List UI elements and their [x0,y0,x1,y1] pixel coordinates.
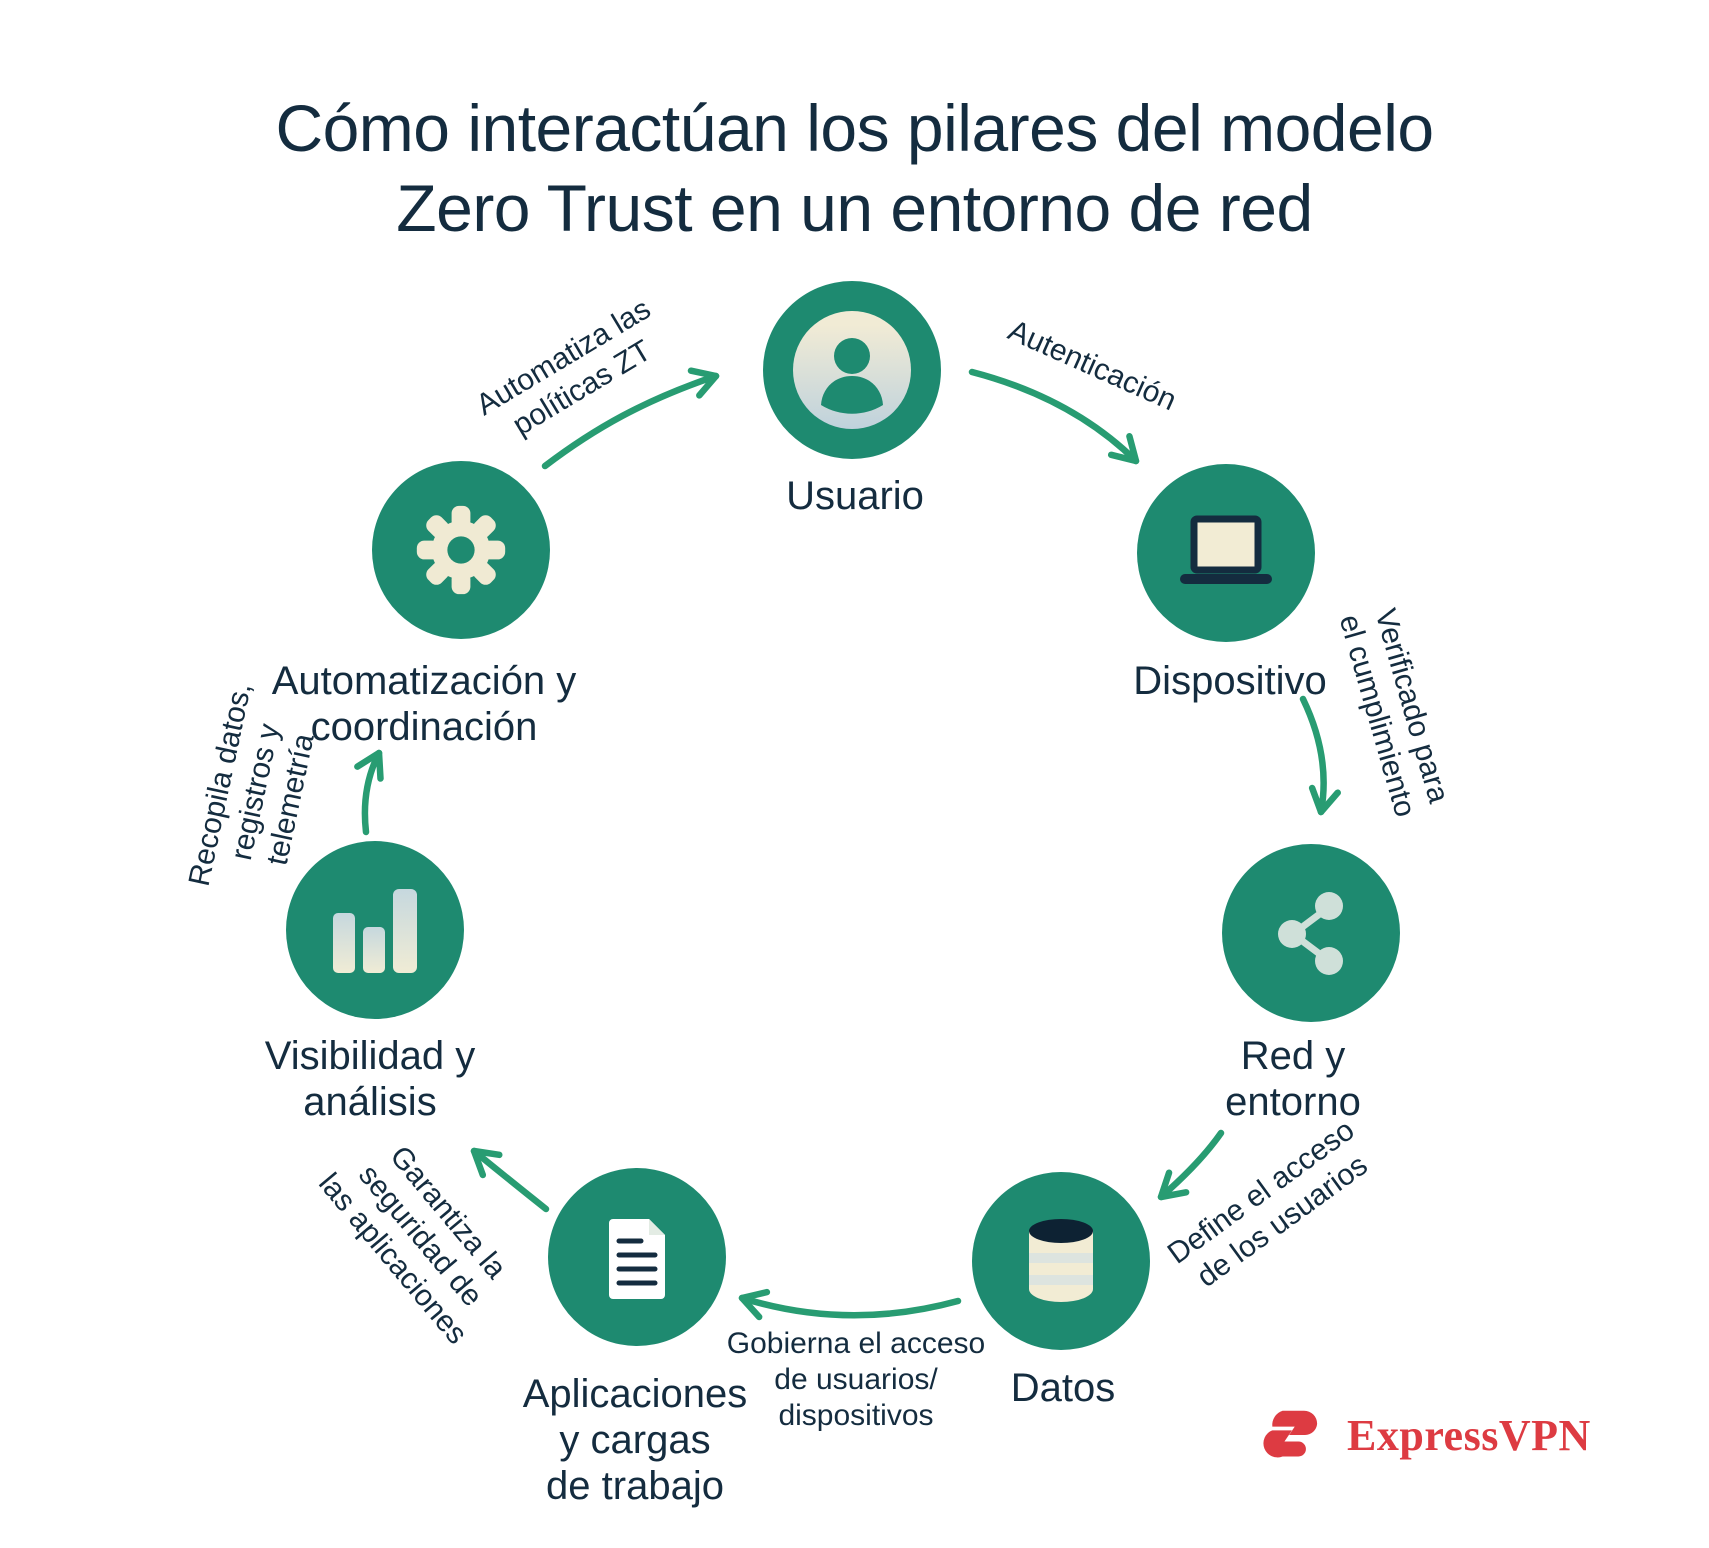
node-label-aplicaciones: Aplicaciones y cargas de trabajo [522,1372,748,1508]
arrow-aplicaciones-to-visibilidad [470,1147,550,1213]
laptop-icon [1180,515,1272,584]
user-icon [793,311,911,429]
arrow-usuario-to-dispositivo [968,368,1140,465]
edge-label-gobierna-acceso: Gobierna el acceso de usuarios/ disposit… [726,1327,986,1432]
node-label-usuario: Usuario [786,474,924,518]
expressvpn-wordmark: ExpressVPN [1347,1410,1591,1460]
node-label-visibilidad: Visibilidad y análisis [264,1034,476,1124]
node-automatizacion [372,461,550,639]
node-label-dispositivo: Dispositivo [1133,659,1327,703]
node-label-automatizacion: Automatización y coordinación [271,659,577,749]
node-red-entorno [1222,844,1400,1022]
node-datos [972,1172,1150,1350]
node-dispositivo [1137,464,1315,642]
title-line-1: Cómo interactúan los pilares del modelo [275,91,1434,165]
bar-chart-icon [333,889,417,973]
node-usuario [763,281,941,459]
node-label-datos: Datos [1010,1366,1116,1410]
database-icon [1029,1219,1093,1302]
expressvpn-logo-icon [1263,1410,1318,1458]
arrow-dispositivo-to-red [1299,695,1341,816]
node-visibilidad [286,841,464,1019]
gear-icon [416,505,506,595]
title-line-2: Zero Trust en un entorno de red [396,171,1313,245]
arrow-datos-to-aplicaciones [738,1288,962,1321]
arrow-red-to-datos [1157,1129,1225,1201]
document-icon [609,1219,665,1299]
node-aplicaciones [548,1168,726,1346]
arrow-automatizacion-to-usuario [541,367,720,470]
network-share-icon [1278,892,1343,975]
arrow-visibilidad-to-automatizacion [354,749,384,836]
node-label-red-entorno: Red y entorno [1225,1034,1361,1124]
page-title: Cómo interactúan los pilares del modelo … [0,88,1709,248]
expressvpn-logo: ExpressVPN [1263,1408,1591,1462]
